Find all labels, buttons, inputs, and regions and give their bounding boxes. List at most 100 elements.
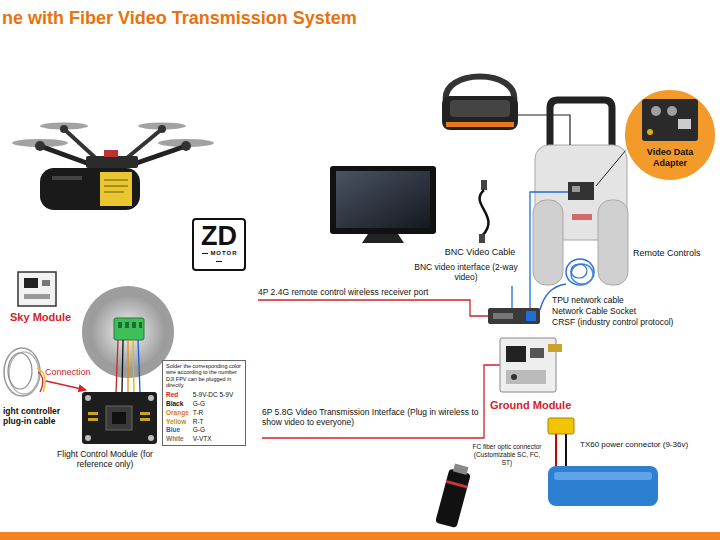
fiber-connector-illustration [435,468,471,528]
cable-coil-illustration [4,348,45,396]
adapter-box-illustration [493,313,513,319]
drone-illustration [100,172,132,206]
goggles-illustration [446,122,514,127]
network-cable-coil [571,264,593,284]
port-label: 6P 5.8G Video Transmission Interface (Pl… [262,407,480,427]
battery-illustration [548,466,658,506]
wire-color: White [166,435,189,443]
remote-controller-illustration [572,214,592,220]
bnc-cable-illustration [479,180,489,243]
drone-illustration [104,150,118,157]
pin-mapping: V-VTX [193,435,242,443]
wire-color: Yellow [166,418,189,426]
adapter-box-illustration [526,311,536,321]
wire-color: Orange [166,409,189,417]
connector-magnifier [122,340,123,392]
flight-controller-board [85,395,91,401]
fiber-connector-illustration [446,480,468,489]
wiring-table: Solder the corresponding color wire acco… [162,360,246,446]
wire [530,192,568,308]
connector-magnifier [118,322,122,328]
wire [258,115,626,438]
fiber-connector-illustration [435,463,472,529]
connector-magnifier [125,322,129,328]
part-name: ight controller plug-in cable [3,406,71,426]
battery-illustration [548,466,658,506]
sky-module-illustration [18,272,56,306]
drone-illustration [86,156,138,168]
module-name: Sky Module [10,311,71,324]
flight-controller-board [82,392,157,444]
sky-module-illustration [18,272,56,306]
drone-illustration [12,123,214,211]
adapter-picture [651,106,661,116]
wire [511,286,512,308]
drone-illustration [52,176,82,180]
wire-color: Black [166,400,189,408]
monitor-illustration [330,166,436,234]
module-name: Ground Module [490,399,571,412]
power-connector-illustration [548,418,574,434]
connector-magnifier [139,322,142,328]
flight-controller-board [140,412,150,415]
footer-bar [0,532,720,540]
ground-module-board [506,370,546,384]
port-label: FC fiber optic connector (Customizable S… [470,443,544,466]
port-label: TPU network cable [552,295,624,305]
cable-coil-illustration [8,353,32,389]
goggles-illustration [450,100,510,117]
cable-coil-illustration [9,352,39,394]
adapter-box-illustration [488,308,540,324]
wire [596,150,626,186]
drone-illustration [40,168,140,210]
cable-coil-illustration [38,372,43,392]
ground-module-board [500,338,562,392]
wire-color: Blue [166,426,189,434]
pin-mapping: 5-9V-DC 5-9V [193,391,242,399]
flight-controller-board [88,418,98,421]
part-name: Remote Controls [632,248,702,259]
logo-text: ZD [197,223,241,250]
flight-controller-board [112,412,126,424]
port-label: Network Cable Socket [552,306,636,316]
bnc-cable-illustration [480,190,489,236]
connector-magnifier [133,340,134,392]
remote-controller-illustration [550,100,612,147]
adapter-picture [678,119,691,129]
port-label: 4P 2.4G remote control wireless receiver… [258,287,428,297]
connector-magnifier [138,340,140,392]
adapter-picture [667,106,677,116]
remote-controller-illustration [533,200,563,285]
monitor-illustration [330,166,436,243]
adapter-picture [624,89,716,181]
fiber-connector-illustration [453,464,469,475]
flight-controller-board [140,418,150,421]
drone-illustration [35,141,45,151]
port-label: CRSF (industry control protocol) [552,317,673,327]
ground-module-board [500,338,556,392]
connection-arrow [46,381,86,390]
part-name: BNC Video Cable [435,247,525,258]
pin-mapping: G-G [193,426,242,434]
ground-module-board [548,344,562,352]
connector-magnifier [82,286,174,392]
power-connector-illustration [555,434,557,466]
logo-subtext: MOTOR [197,250,241,266]
flight-controller-board [148,395,154,401]
remote-controller-illustration [568,182,594,200]
ground-module-board [511,374,517,380]
drone-illustration [60,125,68,133]
drone-illustration [104,186,128,187]
part-caption: Flight Control Module (for reference onl… [52,449,158,469]
goggles-illustration [442,96,518,130]
drone-illustration [104,192,124,193]
bnc-cable-illustration [481,180,487,190]
connector-magnifier [127,340,128,392]
logo-box: ZDMOTOR [192,218,246,271]
connector-magnifier [114,318,144,340]
connection-arrow [46,381,86,390]
drone-illustration [104,180,128,181]
pin-mapping: G-G [193,400,242,408]
cable-coil-illustration [37,368,45,392]
